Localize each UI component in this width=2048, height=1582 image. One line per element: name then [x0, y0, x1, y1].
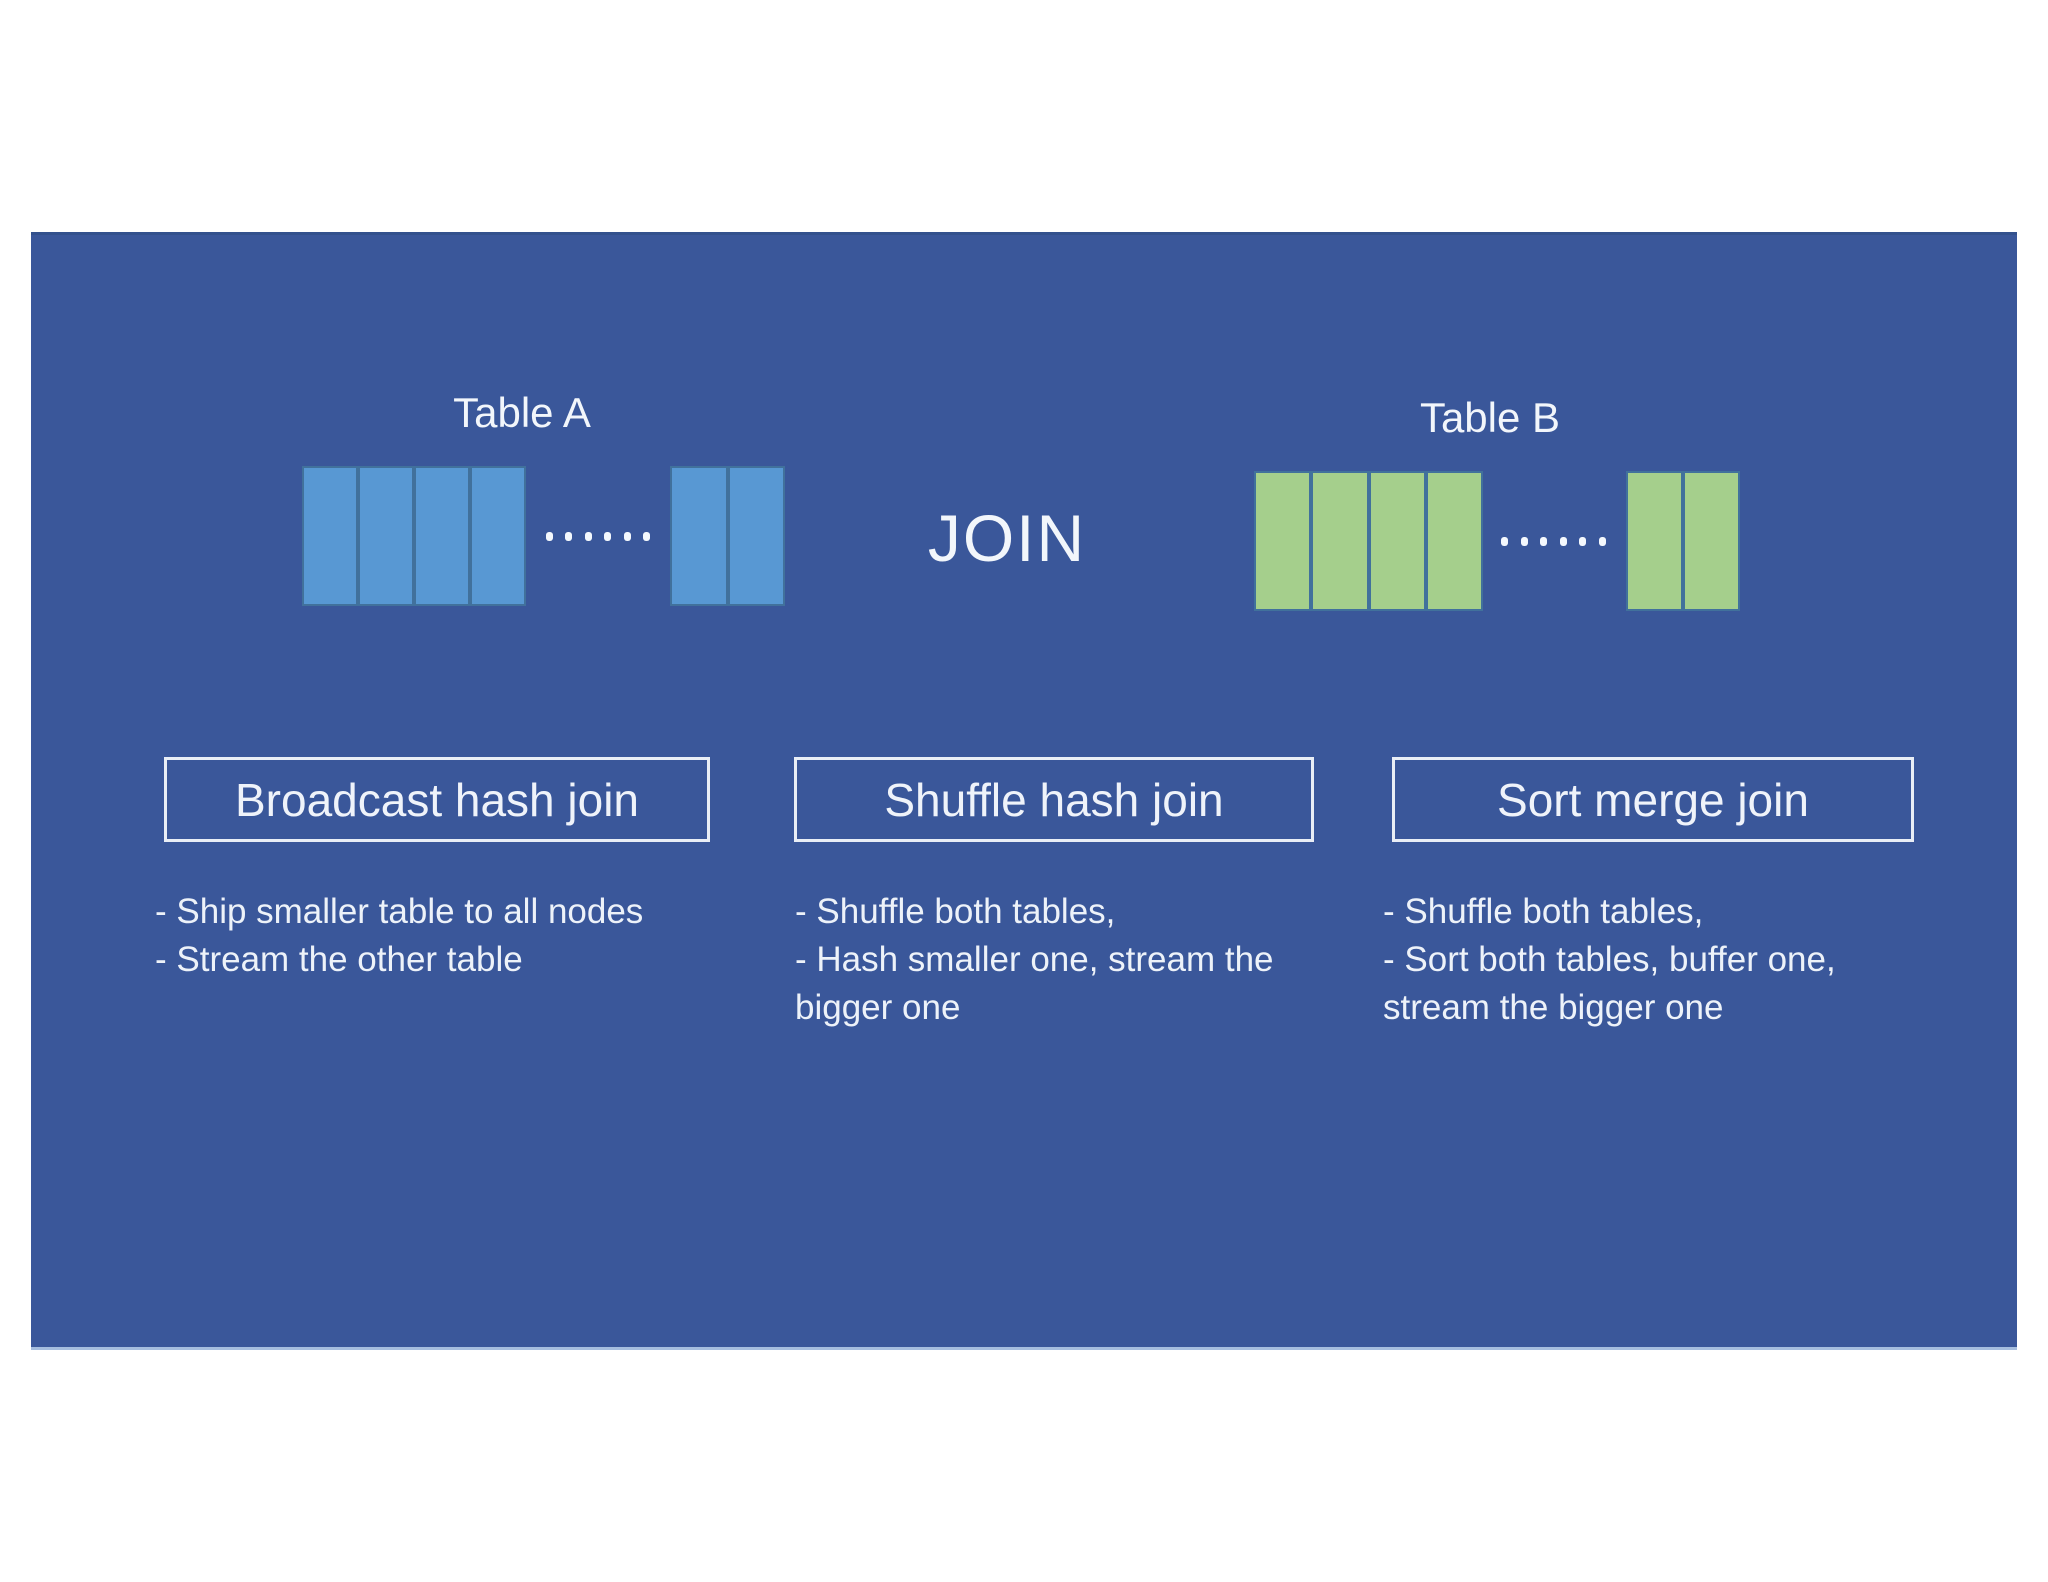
ellipsis-dot: [1540, 536, 1548, 546]
table-b-ellipsis-dots: [1501, 471, 1606, 611]
broadcast-hash-join-title: Broadcast hash join: [234, 773, 640, 826]
partition-cell: [358, 466, 414, 606]
ellipsis-dot: [642, 531, 650, 541]
table-b-partition-group-1: [1254, 471, 1483, 611]
ellipsis-dot: [1579, 536, 1587, 546]
table-a-ellipsis-dots: [546, 466, 650, 606]
shuffle-hash-join-bullets: - Shuffle both tables, - Hash smaller on…: [795, 888, 1340, 1032]
shuffle-hash-join-box: Shuffle hash join: [794, 757, 1314, 842]
ellipsis-dot: [1501, 536, 1508, 546]
partition-cell: [302, 466, 358, 606]
table-a-partitions: [302, 466, 785, 606]
partition-cell: [470, 466, 526, 606]
bullet-item: - Stream the other table: [155, 940, 523, 979]
partition-cell: [1311, 471, 1369, 611]
ellipsis-dot: [1559, 536, 1567, 546]
broadcast-hash-join-box: Broadcast hash join: [164, 757, 710, 842]
ellipsis-dot: [1520, 536, 1528, 546]
ellipsis-dot: [565, 531, 573, 541]
bullet-item: - Shuffle both tables,: [795, 892, 1116, 931]
bullet-item: - Ship smaller table to all nodes: [155, 892, 644, 931]
partition-cell: [414, 466, 470, 606]
partition-cell: [670, 466, 728, 606]
join-label: JOIN: [927, 501, 1087, 575]
bullet-item: - Shuffle both tables,: [1383, 892, 1704, 931]
table-b-partition-group-2: [1626, 471, 1740, 611]
partition-cell: [1254, 471, 1312, 611]
table-a-partition-group-2: [670, 466, 785, 606]
sort-merge-join-bullets: - Shuffle both tables, - Sort both table…: [1383, 888, 1923, 1032]
table-b-label: Table B: [1419, 394, 1561, 441]
sort-merge-join-title: Sort merge join: [1497, 773, 1809, 826]
ellipsis-dot: [604, 531, 612, 541]
ellipsis-dot: [623, 531, 631, 541]
partition-cell: [1683, 471, 1740, 611]
broadcast-hash-join-bullets: - Ship smaller table to all nodes - Stre…: [155, 888, 740, 984]
table-a-label: Table A: [453, 389, 591, 436]
partition-cell: [1368, 471, 1426, 611]
ellipsis-dot: [584, 531, 592, 541]
partition-cell: [1425, 471, 1483, 611]
partition-cell: [1626, 471, 1683, 611]
slide-panel: Table A JOIN Table B Broadcast hash join…: [31, 232, 2017, 1350]
sort-merge-join-box: Sort merge join: [1392, 757, 1914, 842]
bullet-item: - Hash smaller one, stream the bigger on…: [795, 940, 1274, 1027]
bullet-item: - Sort both tables, buffer one, stream t…: [1383, 940, 1836, 1027]
shuffle-hash-join-title: Shuffle hash join: [884, 773, 1224, 826]
ellipsis-dot: [1598, 536, 1606, 546]
table-a-partition-group-1: [302, 466, 526, 606]
table-b-partitions: [1254, 471, 1740, 611]
partition-cell: [727, 466, 785, 606]
ellipsis-dot: [546, 531, 553, 541]
